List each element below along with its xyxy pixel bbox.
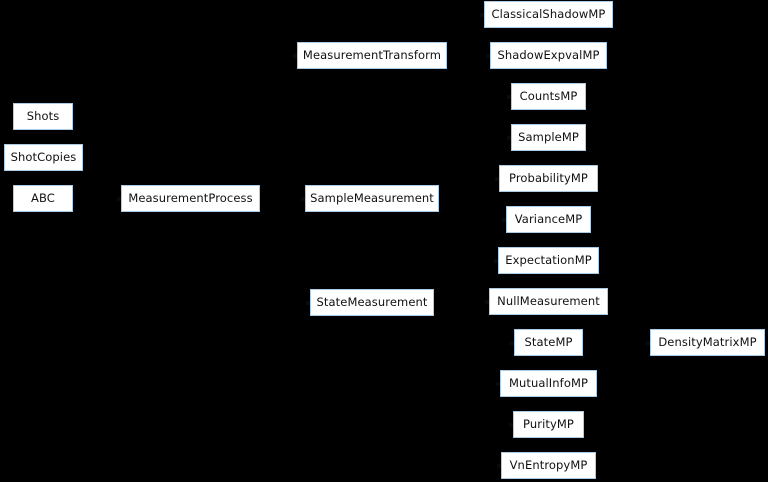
edge-samplemeasurement-to-nullmeasurement-arrowhead	[485, 300, 489, 304]
edge-measurementprocess-to-statemeasurement-seg3	[285, 303, 310, 304]
edge-samplemeasurement-to-countsmp-seg3	[475, 97, 511, 98]
class-node-shadowexpvalmp[interactable]: ShadowExpvalMP	[490, 42, 607, 69]
edge-samplemeasurement-to-probabilitymp-seg3	[469, 179, 499, 180]
class-node-puritymp[interactable]: PurityMP	[513, 411, 584, 438]
class-node-label: MeasurementTransform	[302, 47, 442, 62]
edge-measurementtransform-to-classicalshadowmp-seg3	[465, 15, 484, 16]
edge-statemeasurement-to-statemp-seg3	[474, 343, 514, 344]
class-node-label: PurityMP	[523, 416, 574, 431]
edge-statemeasurement-to-vnentropymp-seg2	[468, 303, 469, 466]
class-node-expectationmp[interactable]: ExpectationMP	[498, 247, 599, 274]
edge-abc-to-measurementprocess-seg3	[97, 199, 121, 200]
edge-measurementprocess-to-samplemeasurement-seg3	[282, 199, 305, 200]
class-node-label: NullMeasurement	[497, 293, 600, 308]
class-node-statemeasurement[interactable]: StateMeasurement	[310, 289, 434, 316]
edge-samplemeasurement-to-expectationmp-seg3	[468, 261, 498, 262]
edge-statemeasurement-to-mutualinfomp-arrowhead	[496, 382, 500, 386]
edge-statemeasurement-to-vnentropymp-seg1	[434, 303, 468, 304]
edge-samplemeasurement-to-nullmeasurement-seg3	[464, 302, 489, 303]
edge-statemeasurement-to-puritymp-seg3	[473, 425, 513, 426]
class-node-samplemeasurement[interactable]: SampleMeasurement	[305, 185, 439, 212]
class-node-label: ClassicalShadowMP	[491, 6, 606, 21]
class-node-label: SampleMeasurement	[310, 190, 434, 205]
class-node-label: Shots	[26, 108, 60, 123]
class-node-shotcopies[interactable]: ShotCopies	[4, 144, 83, 171]
edge-samplemeasurement-to-probabilitymp-arrowhead	[495, 177, 499, 181]
edge-measurementtransform-to-shadowexpvalmp-seg3	[468, 56, 490, 57]
class-node-label: VnEntropyMP	[509, 457, 588, 472]
edge-statemeasurement-to-vnentropymp-arrowhead	[497, 464, 501, 468]
edge-measurementtransform-to-shadowexpvalmp-seg1	[447, 56, 469, 57]
edge-samplemeasurement-to-samplemp-seg2	[475, 138, 476, 199]
edge-samplemeasurement-to-nullmeasurement-seg2	[464, 199, 465, 302]
class-node-densitymatrixmp[interactable]: DensityMatrixMP	[650, 329, 765, 356]
edge-samplemeasurement-to-variancemp-seg3	[472, 220, 506, 221]
edge-samplemeasurement-to-countsmp-arrowhead	[507, 95, 511, 99]
edge-shotcopies-to-measurementprocess-seg1	[83, 158, 102, 159]
edge-samplemeasurement-to-probabilitymp-seg2	[469, 179, 470, 199]
edge-measurementprocess-to-measurementtransform-arrowhead	[293, 54, 297, 58]
edge-samplemeasurement-to-samplemp-arrowhead	[507, 136, 511, 140]
edge-statemeasurement-to-puritymp-arrowhead	[509, 423, 513, 427]
class-node-abc[interactable]: ABC	[13, 185, 73, 212]
edge-statemeasurement-to-puritymp-seg2	[474, 303, 475, 425]
edge-abc-to-measurementprocess-arrowhead	[117, 197, 121, 201]
class-node-vnentropymp[interactable]: VnEntropyMP	[501, 452, 596, 479]
edge-statemeasurement-to-mutualinfomp-seg3	[467, 384, 500, 385]
class-node-label: ExpectationMP	[505, 252, 592, 267]
edge-measurementprocess-to-measurementtransform-seg3	[278, 56, 297, 57]
edge-samplemeasurement-to-expectationmp-seg2	[469, 199, 470, 261]
edge-statemeasurement-to-vnentropymp-seg3	[467, 466, 501, 467]
edge-statemeasurement-to-statemp-arrowhead	[510, 341, 514, 345]
edge-samplemeasurement-to-variancemp-arrowhead	[502, 218, 506, 222]
class-node-label: MeasurementProcess	[128, 190, 253, 205]
edge-samplemeasurement-to-nullmeasurement-seg1	[439, 199, 464, 200]
class-node-label: StateMP	[524, 334, 573, 349]
class-node-measurementprocess[interactable]: MeasurementProcess	[121, 185, 260, 212]
class-node-shots[interactable]: Shots	[13, 103, 73, 130]
edge-measurementprocess-to-samplemeasurement-arrowhead	[301, 197, 305, 201]
edge-measurementprocess-to-measurementtransform-seg2	[279, 56, 280, 199]
class-node-label: MutualInfoMP	[508, 375, 589, 390]
edge-measurementtransform-to-classicalshadowmp-seg2	[466, 15, 467, 56]
class-node-label: StateMeasurement	[316, 294, 428, 309]
class-node-probabilitymp[interactable]: ProbabilityMP	[499, 165, 598, 192]
edge-shots-to-measurementprocess-seg1	[73, 117, 97, 118]
class-node-mutualinfomp[interactable]: MutualInfoMP	[500, 370, 597, 397]
edge-measurementprocess-to-statemeasurement-seg2	[285, 199, 286, 303]
class-node-statemp[interactable]: StateMP	[514, 329, 583, 356]
class-node-samplemp[interactable]: SampleMP	[511, 124, 586, 151]
class-node-countsmp[interactable]: CountsMP	[511, 83, 586, 110]
edge-measurementprocess-to-statemeasurement-seg1	[260, 199, 285, 200]
class-node-label: ABC	[31, 190, 55, 205]
class-node-label: SampleMP	[518, 129, 579, 144]
class-node-label: CountsMP	[519, 88, 578, 103]
class-node-nullmeasurement[interactable]: NullMeasurement	[489, 288, 608, 315]
class-node-label: VarianceMP	[514, 211, 583, 226]
edge-abc-to-measurementprocess-seg1	[73, 199, 97, 200]
edge-shotcopies-to-measurementprocess-seg2	[102, 158, 103, 199]
edge-samplemeasurement-to-variancemp-seg2	[473, 199, 474, 220]
edge-samplemeasurement-to-expectationmp-arrowhead	[494, 259, 498, 263]
class-node-measurementtransform[interactable]: MeasurementTransform	[297, 42, 447, 69]
class-node-label: ShotCopies	[10, 149, 77, 164]
class-node-label: DensityMatrixMP	[658, 334, 757, 349]
class-node-variancemp[interactable]: VarianceMP	[506, 206, 591, 233]
edge-measurementprocess-to-statemeasurement-arrowhead	[306, 301, 310, 305]
edge-statemp-to-densitymatrixmp-seg3	[616, 343, 650, 344]
edge-statemp-to-densitymatrixmp-seg1	[583, 343, 617, 344]
edge-samplemeasurement-to-samplemp-seg3	[475, 138, 511, 139]
class-node-label: ShadowExpvalMP	[497, 47, 600, 62]
edge-statemp-to-densitymatrixmp-arrowhead	[646, 341, 650, 345]
class-node-classicalshadowmp[interactable]: ClassicalShadowMP	[484, 1, 613, 28]
edge-statemeasurement-to-mutualinfomp-seg2	[467, 303, 468, 384]
edge-measurementtransform-to-classicalshadowmp-arrowhead	[480, 13, 484, 17]
edge-measurementtransform-to-shadowexpvalmp-arrowhead	[486, 54, 490, 58]
class-node-label: ProbabilityMP	[509, 170, 588, 185]
